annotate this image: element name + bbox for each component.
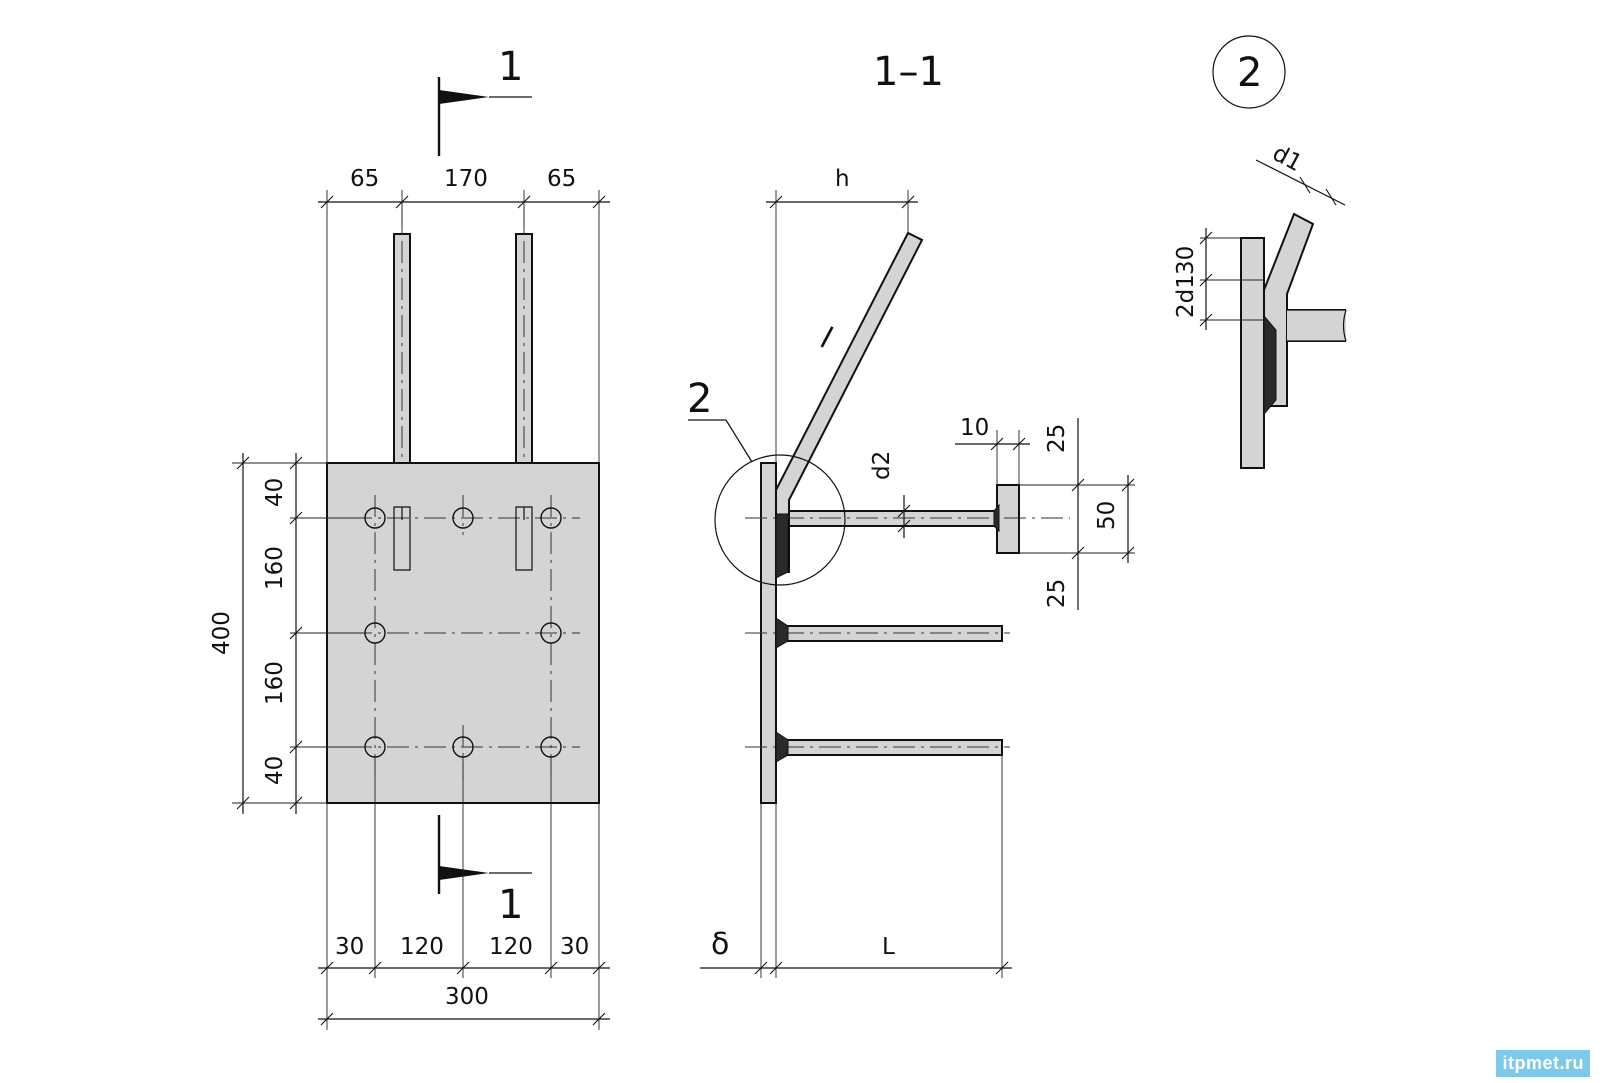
dim-bottom-30-left: 30 (335, 934, 364, 960)
dim-bottom-30-right: 30 (560, 934, 589, 960)
dim-left-160-top: 160 (262, 546, 288, 590)
dim-25-top: 25 (1044, 424, 1070, 453)
L-label: L (882, 934, 895, 960)
dim-left-40-top: 40 (262, 478, 288, 507)
dim-top-right: 65 (547, 166, 576, 192)
dim-left-160-bottom: 160 (262, 661, 288, 705)
d1-label: d1 (1268, 140, 1306, 177)
l-label: l (814, 321, 838, 356)
dim-50: 50 (1094, 501, 1120, 530)
stud-head (996, 484, 1020, 554)
h-dimension-label: h (835, 166, 850, 192)
detail-number: 2 (1237, 50, 1262, 96)
detail-callout-circle (714, 454, 846, 586)
dim-left-40-bottom: 40 (262, 756, 288, 785)
site-watermark: itpmet.ru (1496, 1050, 1590, 1077)
dim-25-bottom: 25 (1044, 579, 1070, 608)
delta-label: δ (711, 927, 729, 962)
detail-view: 2 d1 30 2d1 (1173, 35, 1347, 469)
section-mark-top: 1 (498, 44, 523, 90)
weld-top (775, 503, 1000, 579)
dim-bottom-120-right: 120 (489, 934, 533, 960)
detail-number-circle (1212, 35, 1286, 109)
left-dimension-chain: 40 160 160 40 400 (209, 453, 365, 814)
top-dimension-chain: 65 170 65 (318, 166, 610, 463)
section-callout-label: 2 (687, 376, 712, 422)
inclined-anchor (775, 231, 924, 573)
d2-label: d2 (869, 451, 895, 480)
detail-dim-2d1: 2d1 (1173, 274, 1199, 318)
section-view: 1–1 2 h l d2 (687, 49, 1135, 978)
weld-middle (775, 617, 789, 649)
dim-top-mid: 170 (444, 166, 488, 192)
bottom-dimension-chain: 30 120 120 30 300 (318, 757, 610, 1030)
detail-plate (1240, 237, 1265, 469)
detail-dim-30: 30 (1173, 246, 1199, 275)
dim-head-10: 10 (960, 415, 989, 441)
section-title: 1–1 (873, 49, 944, 95)
plan-view: 1 1 65 170 65 (209, 44, 610, 1030)
dim-bottom-120-left: 120 (400, 934, 444, 960)
detail-weld (1263, 314, 1277, 416)
dim-overall-height: 400 (209, 611, 235, 655)
dim-top-left: 65 (350, 166, 379, 192)
weld-bottom (775, 731, 789, 763)
section-mark-bottom: 1 (498, 882, 523, 928)
dim-overall-width: 300 (445, 984, 489, 1010)
